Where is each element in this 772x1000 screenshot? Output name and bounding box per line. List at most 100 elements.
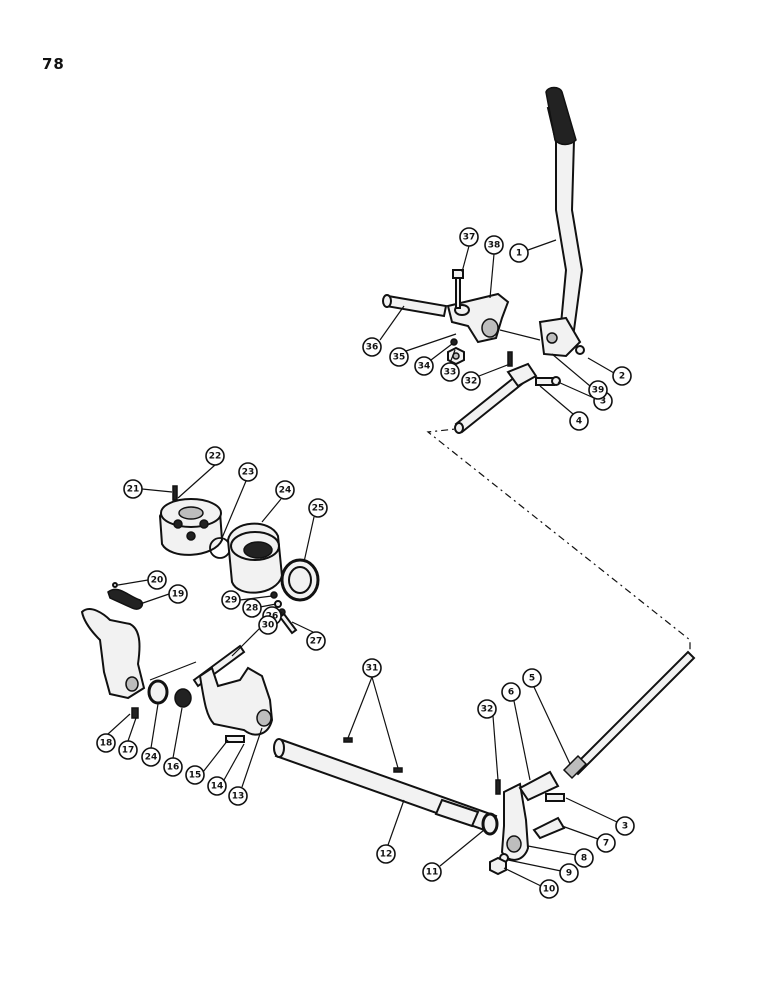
callout-number: 5 <box>529 674 535 684</box>
callout-18: 18 <box>96 733 116 753</box>
callout-8: 8 <box>574 848 594 868</box>
callout-number: 32 <box>465 377 478 387</box>
callout-number: 10 <box>543 885 556 895</box>
callout-number: 22 <box>209 452 222 462</box>
callout-number: 24 <box>145 753 158 763</box>
callout-number: 34 <box>418 362 431 372</box>
callout-number: 2 <box>619 372 625 382</box>
callout-4: 4 <box>569 411 589 431</box>
upper-shift-rod <box>454 351 538 434</box>
callout-1: 1 <box>509 243 529 263</box>
lower-leader-lines <box>107 464 618 887</box>
pivot-pin <box>382 294 448 318</box>
upper-leader-lines <box>379 239 615 415</box>
callout-33: 33 <box>440 362 460 382</box>
callout-39: 39 <box>588 380 608 400</box>
callout-number: 11 <box>426 868 439 878</box>
callout-10: 10 <box>539 879 559 899</box>
callout-number: 17 <box>122 746 135 756</box>
callout-27: 27 <box>306 631 326 651</box>
callout-number: 14 <box>211 782 224 792</box>
callout-24: 24 <box>275 480 295 500</box>
callout-9: 9 <box>559 863 579 883</box>
callout-6: 6 <box>501 682 521 702</box>
callout-12: 12 <box>376 844 396 864</box>
callout-number: 21 <box>127 485 140 495</box>
callout-36: 36 <box>362 337 382 357</box>
callout-15: 15 <box>185 765 205 785</box>
callout-13: 13 <box>228 786 248 806</box>
callout-number: 25 <box>312 504 325 514</box>
callout-38: 38 <box>484 235 504 255</box>
bolt <box>452 269 464 309</box>
callout-number: 9 <box>566 869 572 879</box>
callout-number: 3 <box>622 822 628 832</box>
callout-32: 32 <box>477 699 497 719</box>
callout-number: 8 <box>581 854 587 864</box>
callout-number: 24 <box>279 486 292 496</box>
callout-number: 31 <box>366 664 379 674</box>
shifter-hub <box>158 485 224 556</box>
callout-number: 18 <box>100 739 113 749</box>
callout-19: 19 <box>168 584 188 604</box>
callout-number: 23 <box>242 468 255 478</box>
callout-31: 31 <box>362 658 382 678</box>
callout-29: 29 <box>221 590 241 610</box>
callout-number: 33 <box>444 368 457 378</box>
snap-ring <box>481 812 499 836</box>
callout-34: 34 <box>414 356 434 376</box>
callout-21: 21 <box>123 479 143 499</box>
callout-16: 16 <box>163 757 183 777</box>
callout-number: 6 <box>508 688 514 698</box>
shift-fork-left <box>80 608 146 719</box>
callout-number: 7 <box>603 839 609 849</box>
lower-shift-arm <box>500 782 530 861</box>
callout-22: 22 <box>205 446 225 466</box>
callout-number: 28 <box>246 604 259 614</box>
callout-number: 1 <box>516 249 522 259</box>
callout-number: 27 <box>310 637 323 647</box>
page-number: 78 <box>42 55 65 73</box>
callout-20: 20 <box>147 570 167 590</box>
callout-5: 5 <box>522 668 542 688</box>
callout-number: 13 <box>232 792 245 802</box>
callout-7: 7 <box>596 833 616 853</box>
arm-bolt <box>532 816 566 840</box>
linkage-path-line <box>426 427 691 652</box>
callout-number: 16 <box>167 763 180 773</box>
callout-number: 20 <box>151 576 164 586</box>
callout-number: 4 <box>576 417 582 427</box>
callout-number: 19 <box>172 590 185 600</box>
callout-number: 39 <box>592 386 605 396</box>
callout-number: 30 <box>262 621 275 631</box>
callout-number: 32 <box>481 705 494 715</box>
callout-17: 17 <box>118 740 138 760</box>
callout-30: 30 <box>258 615 278 635</box>
callout-24: 24 <box>141 747 161 767</box>
callout-number: 29 <box>225 596 238 606</box>
callout-11: 11 <box>422 862 442 882</box>
shift-fork-middle <box>198 666 274 743</box>
callout-labels: 1233943233343536373821222324252019292826… <box>96 227 635 899</box>
shaft-sleeve <box>434 798 480 828</box>
lower-clevis-pin <box>545 793 565 802</box>
callout-37: 37 <box>459 227 479 247</box>
callout-35: 35 <box>389 347 409 367</box>
shift-lever <box>538 86 585 358</box>
callout-28: 28 <box>242 598 262 618</box>
clevis-pin <box>535 376 561 386</box>
callout-number: 15 <box>189 771 202 781</box>
shift-collar <box>226 522 284 594</box>
nut-and-washers <box>447 338 465 366</box>
callout-32: 32 <box>461 371 481 391</box>
callout-number: 3 <box>600 397 606 407</box>
arm-nut-washer <box>489 853 509 876</box>
callout-3: 3 <box>615 816 635 836</box>
callout-number: 38 <box>488 241 501 251</box>
detent-plate <box>107 582 144 610</box>
callout-2: 2 <box>612 366 632 386</box>
pivot-bracket <box>446 292 510 344</box>
bushings <box>147 679 192 708</box>
callout-25: 25 <box>308 498 328 518</box>
